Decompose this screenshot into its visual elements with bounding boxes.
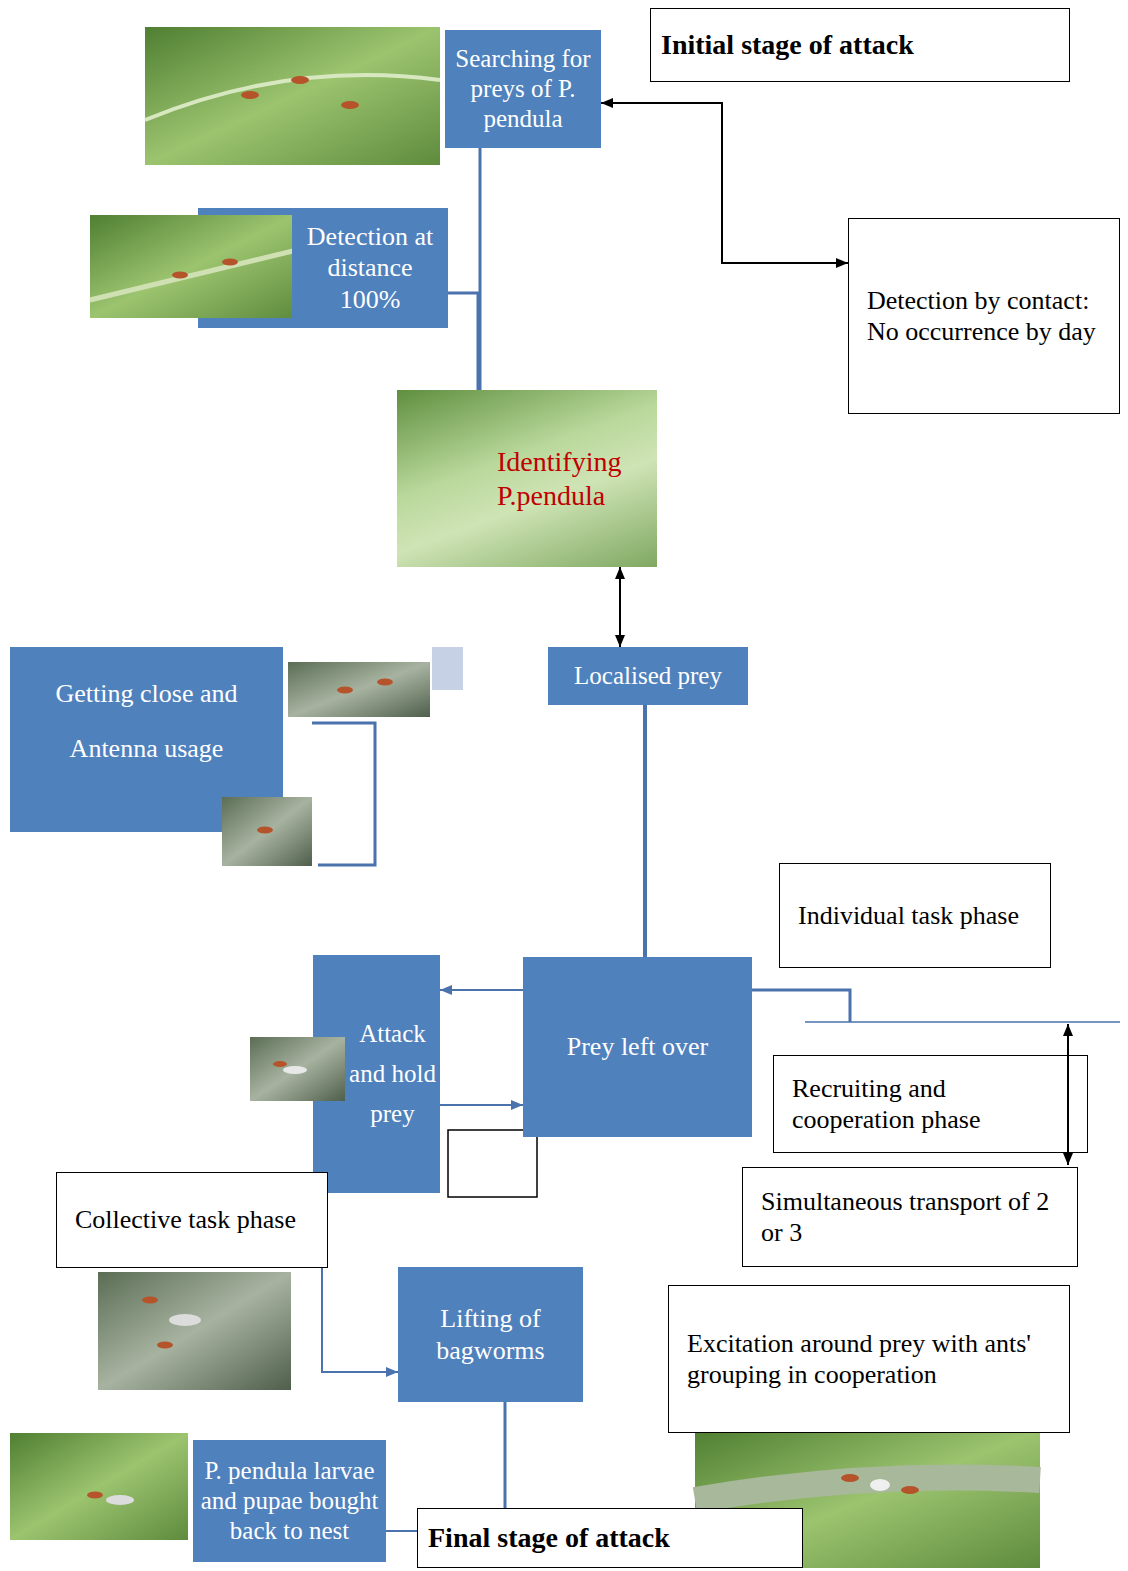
process-box: P. pendula larvae and pupae bought back … — [193, 1440, 386, 1562]
photo — [250, 1037, 345, 1101]
node-text: Searching for preys of P. pendula — [449, 44, 597, 134]
process-box: Searching for preys of P. pendula — [445, 30, 601, 148]
ant — [157, 1342, 173, 1349]
process-box: Attack and hold prey — [345, 955, 440, 1193]
bagworm — [169, 1314, 201, 1326]
leaf-vein — [145, 75, 440, 120]
node-text: Individual task phase — [798, 900, 1032, 931]
ant — [291, 76, 309, 84]
connector — [322, 1268, 398, 1372]
node-text: Detection at distance 100% — [296, 221, 444, 315]
ant — [377, 679, 393, 686]
bracket-line — [312, 723, 375, 865]
connector — [440, 1104, 523, 1106]
photo — [98, 1272, 291, 1390]
note-box: Simultaneous transport of 2 or 3 — [742, 1167, 1078, 1267]
ant — [273, 1061, 287, 1067]
process-box: Localised prey — [548, 647, 748, 705]
connector — [386, 1530, 417, 1532]
leader-line — [752, 990, 850, 1022]
stage-box: Initial stage of attack — [650, 8, 1070, 82]
grey-square — [432, 647, 463, 690]
photo — [90, 215, 297, 318]
node-text: Localised prey — [552, 661, 744, 691]
connector — [601, 103, 848, 263]
ant — [901, 1486, 919, 1494]
bagworm — [283, 1066, 307, 1074]
process-box: Getting close and Antenna usage — [10, 647, 283, 797]
node-text: Identifying P.pendula — [497, 445, 649, 512]
process-box: Detection at distance 100% — [292, 208, 448, 328]
ant — [841, 1474, 859, 1482]
node-text: Final stage of attack — [428, 1521, 792, 1555]
node-text: Lifting of bagworms — [402, 1303, 579, 1365]
ant — [341, 101, 359, 109]
process-box: Lifting of bagworms — [398, 1267, 583, 1402]
empty-box — [448, 1130, 537, 1197]
node-text: Recruiting and cooperation phase — [792, 1073, 1069, 1135]
node-text: Collective task phase — [75, 1204, 309, 1235]
connector — [643, 705, 647, 957]
ant — [241, 91, 259, 99]
photo — [10, 1433, 188, 1540]
ant — [172, 272, 188, 279]
node-text: Detection by contact: No occurrence by d… — [867, 285, 1101, 347]
branch — [695, 1478, 1040, 1501]
node-text: Excitation around prey with ants' groupi… — [687, 1328, 1051, 1390]
node-text: Simultaneous transport of 2 or 3 — [761, 1186, 1059, 1248]
ant — [337, 687, 353, 694]
stage-box: Final stage of attack — [417, 1508, 803, 1568]
node-text: Getting close and Antenna usage — [14, 667, 279, 776]
ant — [257, 827, 273, 834]
photo — [222, 797, 312, 866]
process-box: Prey left over — [523, 957, 752, 1137]
photo — [288, 662, 430, 717]
photo-box: Identifying P.pendula — [397, 390, 657, 567]
bagworm — [106, 1495, 134, 1505]
node-text: Attack and hold prey — [349, 1014, 436, 1134]
node-text: Initial stage of attack — [661, 28, 1059, 62]
bagworm — [870, 1479, 890, 1491]
note-box: Collective task phase — [56, 1172, 328, 1268]
photo — [145, 27, 440, 165]
connector — [504, 1402, 507, 1508]
node-text: P. pendula larvae and pupae bought back … — [197, 1456, 382, 1546]
connector — [448, 293, 478, 390]
ant — [142, 1297, 158, 1304]
note-box: Recruiting and cooperation phase — [773, 1055, 1088, 1153]
leaf-vein — [90, 250, 297, 300]
ant — [87, 1492, 103, 1499]
connector — [619, 567, 621, 647]
ant — [222, 259, 238, 266]
note-box: Excitation around prey with ants' groupi… — [668, 1285, 1070, 1433]
node-text: Prey left over — [527, 1031, 748, 1062]
divider-line — [805, 1021, 1120, 1023]
connector — [440, 989, 523, 991]
note-box: Individual task phase — [779, 863, 1051, 968]
note-box: Detection by contact: No occurrence by d… — [848, 218, 1120, 414]
